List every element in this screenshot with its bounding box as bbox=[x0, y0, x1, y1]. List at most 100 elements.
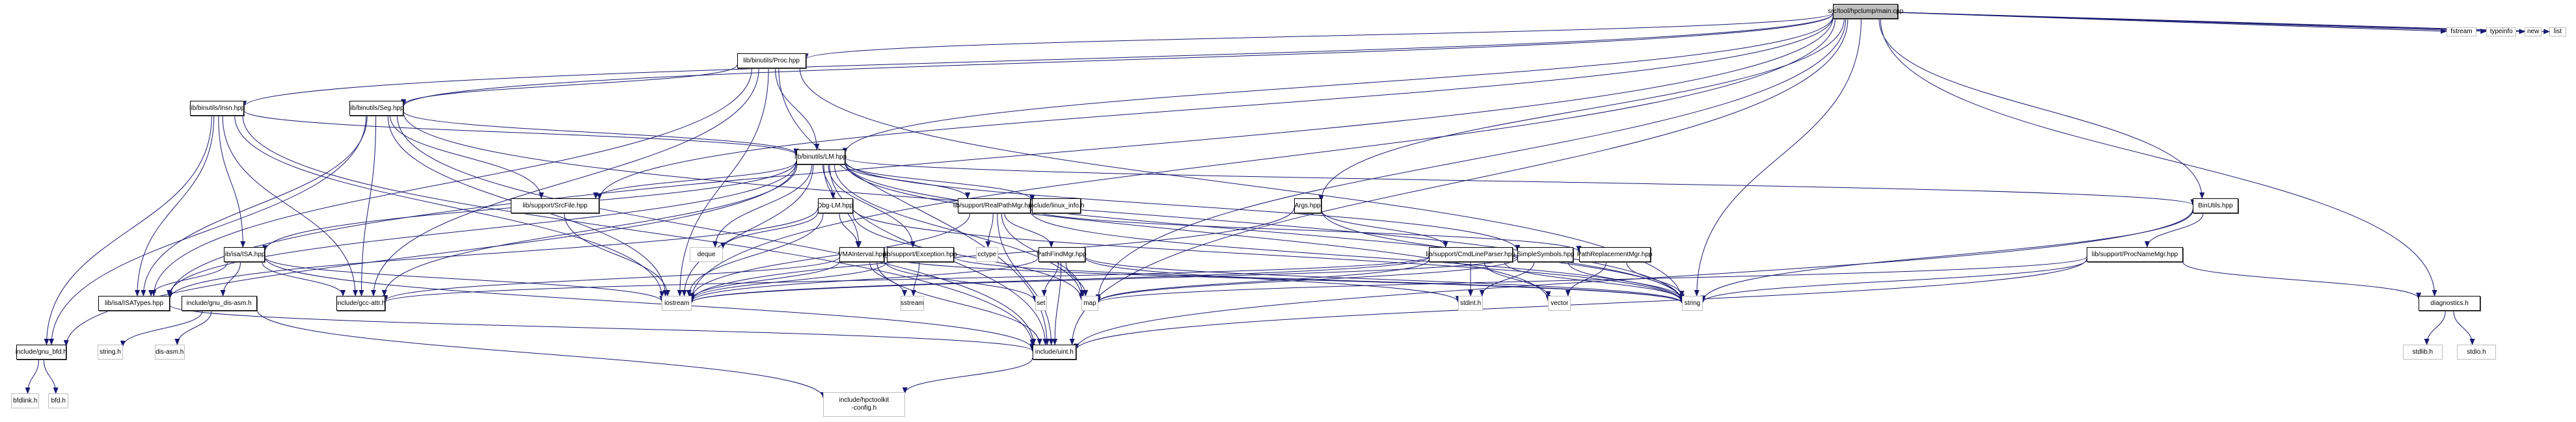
graph-node-diagnostics[interactable]: diagnostics.h bbox=[2419, 296, 2481, 311]
edge-cmdline-to-map bbox=[1095, 259, 1430, 303]
edge-dbglm-to-deque bbox=[720, 212, 819, 249]
graph-node-proc[interactable]: lib/binutils/Proc.hpp bbox=[737, 53, 806, 68]
edge-cmdline-to-string bbox=[1504, 261, 1685, 302]
edge-pathfind-to-string bbox=[1085, 256, 1685, 304]
edge-pathfind-to-uint bbox=[1052, 261, 1062, 345]
edge-procname-to-string bbox=[1700, 259, 2087, 303]
edge-gnubfd-to-bfdlink bbox=[25, 359, 40, 394]
edge-gnubfd-to-bfd bbox=[43, 359, 59, 394]
edge-srcfile-to-iostream bbox=[563, 213, 670, 297]
edge-isa-to-iostream bbox=[264, 256, 665, 302]
edge-lm-to-gnubfd bbox=[63, 163, 797, 347]
edge-lm-to-iostream bbox=[681, 164, 814, 297]
graph-node-pathrepl[interactable]: PathReplacementMgr.hpp bbox=[1577, 247, 1652, 262]
edge-main-to-isatypes bbox=[167, 16, 1834, 298]
edge-main-to-proc bbox=[804, 12, 1834, 60]
edge-simplesym-to-string bbox=[1567, 261, 1685, 301]
graph-node-stdio: stdio.h bbox=[2457, 345, 2496, 360]
edge-insn-to-lm bbox=[243, 110, 799, 156]
edge-dbglm-to-iostream bbox=[686, 213, 824, 297]
graph-node-iostream: iostream bbox=[662, 296, 692, 311]
edge-dbglm-to-vmaint bbox=[839, 213, 861, 248]
edge-simplesym-to-stdint bbox=[1479, 261, 1535, 297]
graph-node-map: map bbox=[1081, 296, 1098, 311]
edge-lm-to-srcfile bbox=[593, 161, 797, 199]
graph-node-procname[interactable]: lib/support/ProcNameMgr.hpp bbox=[2086, 247, 2183, 262]
graph-node-gnudis[interactable]: include/gnu_dis-asm.h bbox=[181, 296, 257, 311]
edge-exception-to-iostream bbox=[689, 261, 888, 301]
edge-realpath-to-cctype bbox=[985, 213, 994, 248]
edge-insn-to-iostream bbox=[234, 115, 665, 298]
edge-lm-to-realpath bbox=[845, 163, 971, 199]
edge-lm-to-simplesym bbox=[845, 160, 1521, 252]
edge-realpath-to-pathrepl bbox=[1030, 208, 1582, 253]
graph-node-vmaint[interactable]: VMAInterval.hpp bbox=[838, 247, 886, 262]
graph-node-isatypes[interactable]: lib/isa/ISATypes.hpp bbox=[98, 296, 170, 311]
edge-proc-to-uint bbox=[778, 68, 1050, 345]
graph-node-srcfile[interactable]: lib/support/SrcFile.hpp bbox=[510, 198, 600, 213]
graph-node-seg[interactable]: lib/binutils/Seg.hpp bbox=[349, 101, 404, 116]
edge-cmdline-to-iostream bbox=[689, 257, 1430, 304]
graph-node-exception[interactable]: lib/support/Exception.hpp bbox=[884, 247, 957, 262]
graph-node-stdint: stdint.h bbox=[1457, 296, 1484, 311]
graph-node-realpath[interactable]: lib/support/RealPathMgr.hpp bbox=[953, 198, 1035, 213]
edge-lm-to-binutils bbox=[845, 157, 2195, 206]
edge-isa-to-gccattr bbox=[262, 261, 346, 297]
graph-node-linuxinfo[interactable]: include/linux_info.h bbox=[1029, 198, 1084, 213]
graph-node-dbglm[interactable]: Dbg-LM.hpp bbox=[817, 198, 853, 213]
graph-node-main[interactable]: src/tool/hpclump/main.cpp bbox=[1828, 4, 1903, 19]
edge-vmaint-to-uint bbox=[876, 261, 1042, 345]
edge-args-to-cmdline bbox=[1321, 209, 1448, 248]
graph-node-deque: deque bbox=[690, 247, 724, 262]
edge-vmaint-to-gccattr bbox=[383, 256, 840, 302]
edge-lm-to-map bbox=[834, 164, 1085, 300]
edge-uint-to-hpcconfig bbox=[902, 358, 1033, 394]
graph-node-stdlib: stdlib.h bbox=[2402, 345, 2443, 360]
graph-node-typeinfo: typeinfo bbox=[2486, 27, 2517, 36]
edge-pathfind-to-map bbox=[1065, 261, 1089, 297]
edge-isa-to-gnudis bbox=[220, 261, 241, 297]
edge-main-to-string bbox=[1694, 18, 1862, 297]
graph-node-cctype: cctype bbox=[975, 247, 998, 262]
edge-main-to-srcfile bbox=[597, 16, 1834, 200]
edge-main-to-iostream bbox=[689, 18, 1836, 300]
graph-node-stringh: string.h bbox=[97, 345, 123, 360]
edge-simplesym-to-iostream bbox=[689, 256, 1518, 304]
edge-dbglm-to-string bbox=[852, 207, 1685, 303]
edge-procname-to-map bbox=[1096, 256, 2087, 304]
graph-node-sstream: sstream bbox=[900, 296, 925, 311]
graph-node-set: set bbox=[1035, 296, 1048, 311]
graph-node-pathfind[interactable]: PathFindMgr.hpp bbox=[1037, 247, 1087, 262]
edge-pathfind-to-iostream bbox=[689, 257, 1039, 302]
graph-node-insn[interactable]: lib/binutils/Insn.hpp bbox=[189, 101, 245, 116]
edge-vmaint-to-set bbox=[884, 260, 1038, 302]
graph-node-gnubfd[interactable]: include/gnu_bfd.h bbox=[16, 345, 67, 360]
edge-main-to-diagnostics bbox=[1880, 18, 2437, 297]
graph-node-string: string bbox=[1681, 296, 1703, 311]
graph-node-args[interactable]: Args.hpp bbox=[1294, 198, 1322, 213]
edge-cmdline-to-vector bbox=[1484, 261, 1551, 298]
graph-node-isa[interactable]: lib/isa/ISA.hpp bbox=[224, 247, 265, 262]
graph-node-cmdline[interactable]: lib/support/CmdLineParser.hpp bbox=[1426, 247, 1515, 262]
edge-main-to-insn bbox=[241, 13, 1834, 108]
graph-node-bfd: bfd.h bbox=[48, 393, 69, 408]
edge-insn-to-gccattr bbox=[222, 115, 359, 297]
edge-lm-to-exception bbox=[828, 164, 915, 248]
edge-main-to-map bbox=[1095, 18, 1847, 301]
graph-node-binutils[interactable]: BinUtils.hpp bbox=[2193, 198, 2238, 213]
edge-seg-to-gccattr bbox=[359, 115, 377, 297]
graph-node-lm[interactable]: lib/binutils/LM.hpp bbox=[794, 150, 847, 165]
edge-gnudis-to-disasm bbox=[174, 310, 212, 345]
edge-procname-to-diagnostics bbox=[2182, 261, 2422, 300]
edge-proc-to-seg bbox=[401, 64, 738, 106]
edge-isa-to-uint bbox=[264, 257, 1035, 350]
edge-pathfind-to-stdint bbox=[1085, 257, 1461, 303]
edge-pathfind-to-set bbox=[1041, 261, 1059, 297]
graph-node-uint[interactable]: include/uint.h bbox=[1032, 345, 1076, 360]
graph-node-simplesym[interactable]: SimpleSymbols.hpp bbox=[1517, 247, 1575, 262]
edge-insn-to-gnubfd bbox=[44, 115, 212, 345]
edge-main-to-uint bbox=[1069, 18, 1849, 345]
edge-proc-to-gccattr bbox=[371, 68, 759, 297]
graph-node-gccattr[interactable]: include/gcc-attr.h bbox=[336, 296, 385, 311]
